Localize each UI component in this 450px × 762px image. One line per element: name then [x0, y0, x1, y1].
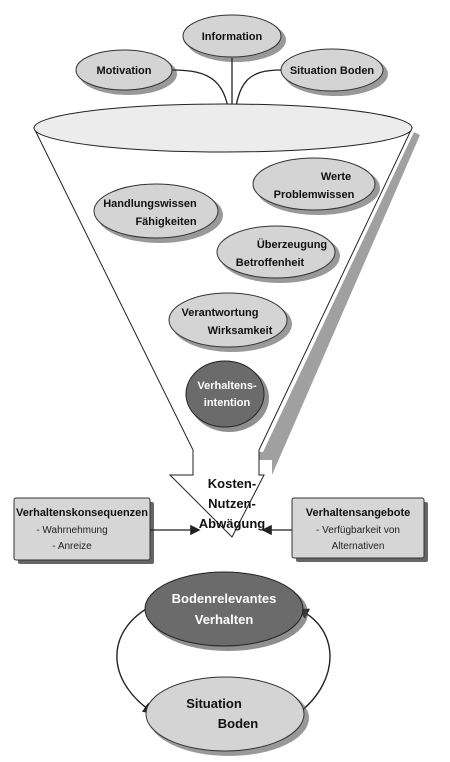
verhalten-oval: Bodenrelevantes Verhalten — [144, 571, 308, 651]
verantwortung-oval: Verantwortung Wirksamkeit — [168, 292, 292, 352]
situation-boden-oval: Situation Boden — [145, 676, 309, 756]
motivation-oval: Motivation — [75, 49, 177, 95]
verhaltenskonsequenzen-box: Verhaltenskonsequenzen - Wahrnehmung - A… — [13, 497, 154, 564]
situation-boden-input-oval: Situation Boden — [280, 48, 388, 96]
situation-boden-input-label: Situation Boden — [290, 65, 375, 77]
motivation-label: Motivation — [97, 65, 152, 77]
intention-label-2: intention — [204, 397, 251, 409]
verhaltensangebote-title: Verhaltensangebote — [306, 507, 411, 519]
intention-label-1: Verhaltens- — [197, 380, 257, 392]
abwaegung-line-3: Abwägung — [199, 516, 265, 531]
problemwissen-label: Problemwissen — [274, 189, 355, 201]
werte-oval: Werte Problemwissen — [252, 157, 380, 215]
situation-line-1: Situation — [186, 696, 242, 711]
anreize-item: - Anreize — [52, 541, 92, 552]
verhaltenskonsequenzen-title: Verhaltenskonsequenzen — [16, 507, 148, 519]
wirksamkeit-label: Wirksamkeit — [208, 325, 273, 337]
abwaegung-line-1: Kosten- — [208, 476, 256, 491]
verhaltensangebote-box: Verhaltensangebote - Verfügbarkeit von A… — [291, 497, 428, 562]
verhalten-line-2: Verhalten — [195, 612, 254, 627]
information-oval: Information — [182, 14, 286, 62]
werte-label: Werte — [321, 171, 351, 183]
verfuegbarkeit-item: - Verfügbarkeit von — [316, 525, 400, 536]
ueberzeugung-label: Überzeugung — [257, 238, 327, 251]
faehigkeiten-label: Fähigkeiten — [135, 216, 196, 228]
alternativen-item: Alternativen — [332, 541, 385, 552]
verantwortung-label: Verantwortung — [181, 307, 258, 319]
betroffenheit-label: Betroffenheit — [236, 257, 305, 269]
situation-line-2: Boden — [218, 716, 259, 731]
intention-circle: Verhaltens- intention — [185, 360, 269, 432]
handlungswissen-label: Handlungswissen — [103, 198, 197, 210]
wahrnehmung-item: - Wahrnehmung — [36, 525, 107, 536]
abwaegung-line-2: Nutzen- — [208, 496, 256, 511]
information-label: Information — [202, 31, 263, 43]
cycle-arrows — [116, 604, 331, 714]
ueberzeugung-oval: Überzeugung Betroffenheit — [216, 225, 340, 283]
abwaegung-label: Kosten- Nutzen- Abwägung — [199, 476, 265, 531]
verhalten-line-1: Bodenrelevantes — [172, 591, 277, 606]
handlungswissen-oval: Handlungswissen Fähigkeiten — [93, 183, 223, 243]
